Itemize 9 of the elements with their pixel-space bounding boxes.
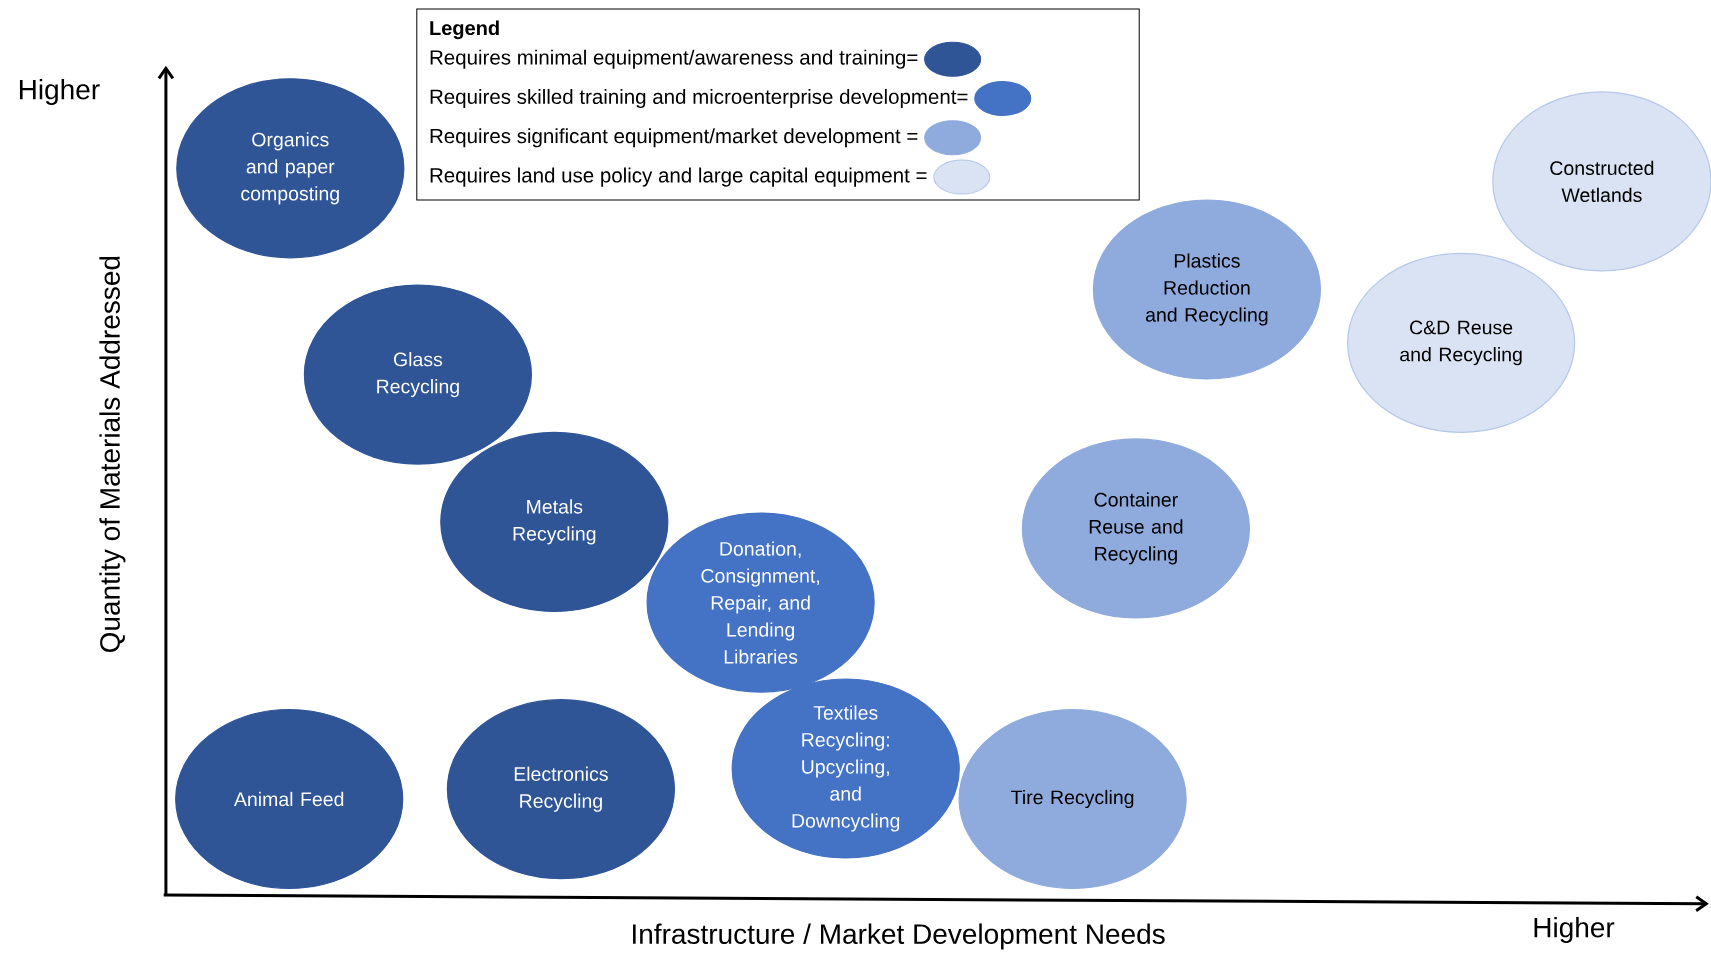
axis-label: Higher	[19, 78, 100, 106]
axis-title: Infrastructure / Market Development Needs	[633, 923, 1165, 950]
legend-title: Legend	[430, 20, 499, 40]
legend-text: Requires minimal equipment/awareness and training=	[430, 49, 918, 69]
axis-label: Higher	[1534, 916, 1615, 944]
axis-title: Quantity of Materials Addressed	[99, 256, 126, 653]
legend-text: Requires significant equipment/market development =	[430, 128, 918, 148]
legend-text: Requires skilled training and microenterprise development=	[430, 88, 968, 109]
legend-text: Requires land use policy and large capital equipment =	[430, 167, 927, 187]
